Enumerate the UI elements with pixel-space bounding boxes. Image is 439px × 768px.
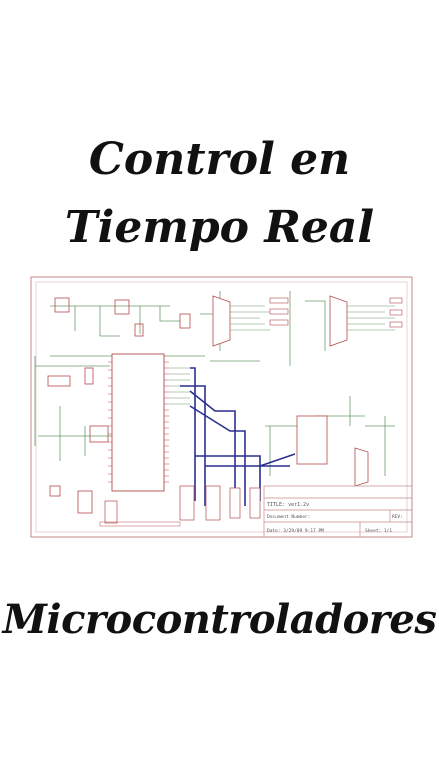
title-block-date: Date: 3/29/09 9:17 PM (267, 528, 324, 534)
subtitle: Microcontroladores (2, 596, 437, 643)
title-block-sheet: Sheet: 1/1 (365, 528, 392, 534)
circuit-schematic-image: TITLE: ver1.2v Document Number: REV: Dat… (30, 276, 413, 538)
title-line-1: Control en (88, 134, 351, 185)
title-block-rev: REV: (392, 514, 403, 520)
title-block-document: Document Number: (267, 514, 310, 520)
title-block-title: TITLE: ver1.2v (267, 502, 309, 508)
title-line-2: Tiempo Real (64, 202, 375, 253)
